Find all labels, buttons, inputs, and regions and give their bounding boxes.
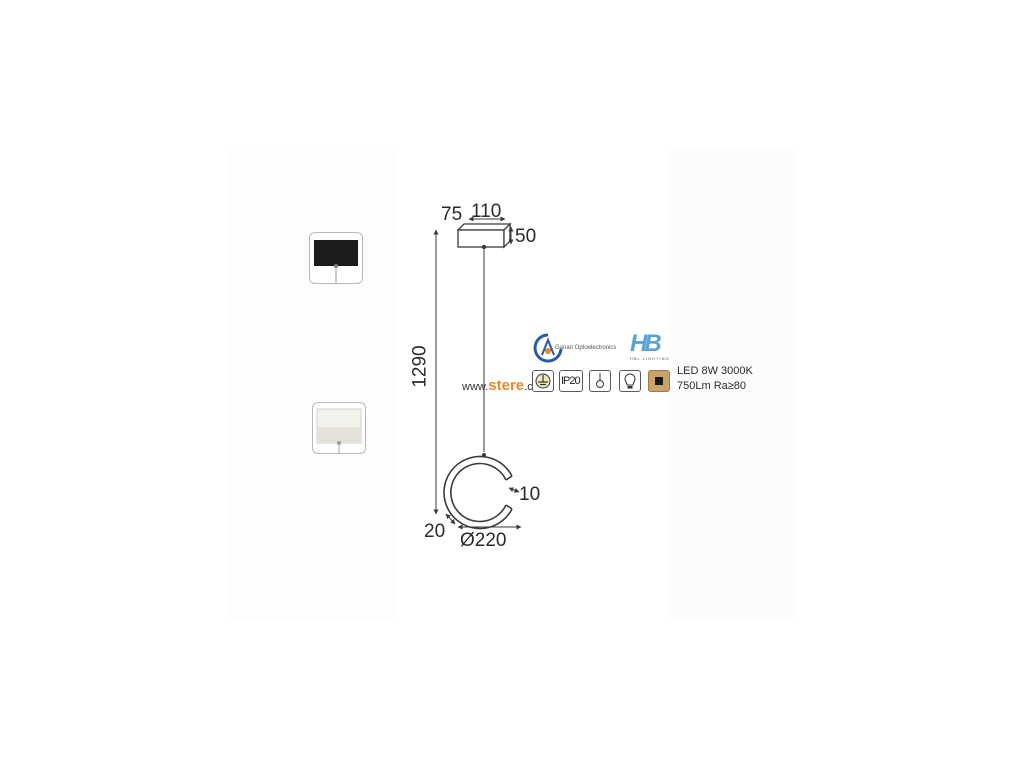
- pendant-symbol: [596, 373, 604, 388]
- led-color-icon: [648, 370, 670, 392]
- depth-label: 75: [441, 204, 463, 225]
- ganan-logo-icon: [533, 333, 563, 363]
- spec-line-2: 750Lm Ra≥80: [677, 380, 747, 392]
- hbl-logo: HB HBL LIGHTING: [628, 330, 678, 362]
- watermark-middle: stere: [488, 377, 525, 394]
- white-finish-swatch[interactable]: [312, 402, 366, 454]
- ring-thickness-label: 10: [519, 484, 541, 505]
- height-label: 50: [515, 226, 537, 247]
- class-ii-symbol: [535, 373, 551, 389]
- canopy: [456, 222, 512, 250]
- ganan-name: Ganan Optoelectronics: [555, 345, 617, 351]
- hbl-name: HBL LIGHTING: [630, 356, 670, 361]
- watermark-prefix: www.: [462, 381, 489, 393]
- background-panel-right: [668, 150, 796, 620]
- depth-dim-line: [445, 513, 456, 525]
- black-canopy-icon: [314, 240, 358, 283]
- ring-diameter-label: Ø220: [460, 530, 507, 551]
- ip-rating-icon: IP20: [559, 370, 583, 392]
- watermark: www.stere.cz: [462, 377, 538, 394]
- pendant-icon: [589, 370, 611, 392]
- background-panel-left: [228, 150, 396, 620]
- spec-line-1: LED 8W 3000K: [677, 365, 753, 377]
- bulb-icon: [619, 370, 641, 392]
- ring-depth-label: 20: [424, 521, 446, 542]
- ring-lamp: [443, 453, 513, 530]
- led-color-square: [655, 377, 663, 385]
- black-finish-swatch[interactable]: [309, 232, 363, 284]
- ganan-logo: Ganan Optoelectronics: [533, 333, 623, 363]
- hbl-logo-mark: HB: [630, 330, 662, 357]
- class-ii-icon: [532, 370, 554, 392]
- white-canopy-icon: [316, 408, 362, 453]
- total-height-label: 1290: [409, 345, 431, 388]
- width-label: 110: [471, 201, 502, 222]
- bulb-symbol: [624, 373, 636, 389]
- ip-rating-text: IP20: [561, 375, 581, 387]
- thickness-dim-line: [508, 487, 520, 493]
